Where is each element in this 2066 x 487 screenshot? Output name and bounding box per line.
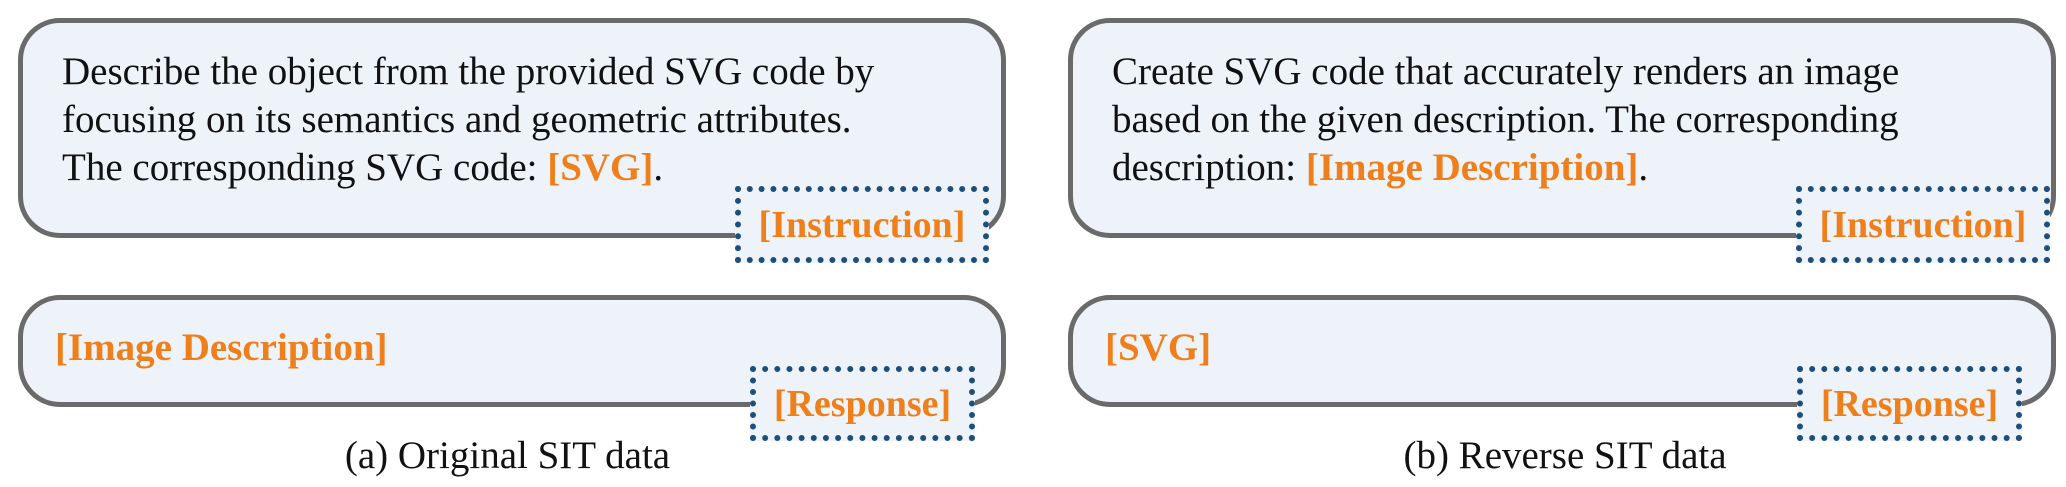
instruction-line-3-suffix: .: [1638, 146, 1649, 189]
placeholder-image-description: [Image Description]: [1305, 146, 1639, 189]
response-tag: [Response]: [750, 366, 975, 441]
instruction-line-3-prefix: description:: [1112, 146, 1306, 189]
instruction-line-1: Create SVG code that accurately renders …: [1112, 50, 1900, 93]
instruction-tag: [Instruction]: [1796, 186, 2050, 263]
instruction-line-1: Describe the object from the provided SV…: [62, 50, 875, 93]
instruction-text: Create SVG code that accurately renders …: [1112, 48, 1992, 192]
response-text: [SVG]: [1105, 326, 1212, 369]
placeholder-svg: [SVG]: [547, 146, 654, 189]
panel-reverse-sit: Create SVG code that accurately renders …: [1050, 0, 2066, 487]
caption: (b) Reverse SIT data: [1403, 434, 1727, 477]
caption: (a) Original SIT data: [344, 434, 671, 477]
response-tag: [Response]: [1797, 366, 2022, 441]
instruction-bubble: [18, 18, 1006, 238]
instruction-line-3-prefix: The corresponding SVG code:: [62, 146, 548, 189]
instruction-line-2: focusing on its semantics and geometric …: [62, 98, 852, 141]
instruction-tag: [Instruction]: [735, 186, 989, 263]
response-text: [Image Description]: [55, 326, 388, 369]
instruction-line-3-suffix: .: [653, 146, 664, 189]
panel-original-sit: Describe the object from the provided SV…: [18, 18, 1006, 477]
instruction-line-2: based on the given description. The corr…: [1112, 98, 1899, 141]
instruction-text: Describe the object from the provided SV…: [62, 48, 942, 192]
